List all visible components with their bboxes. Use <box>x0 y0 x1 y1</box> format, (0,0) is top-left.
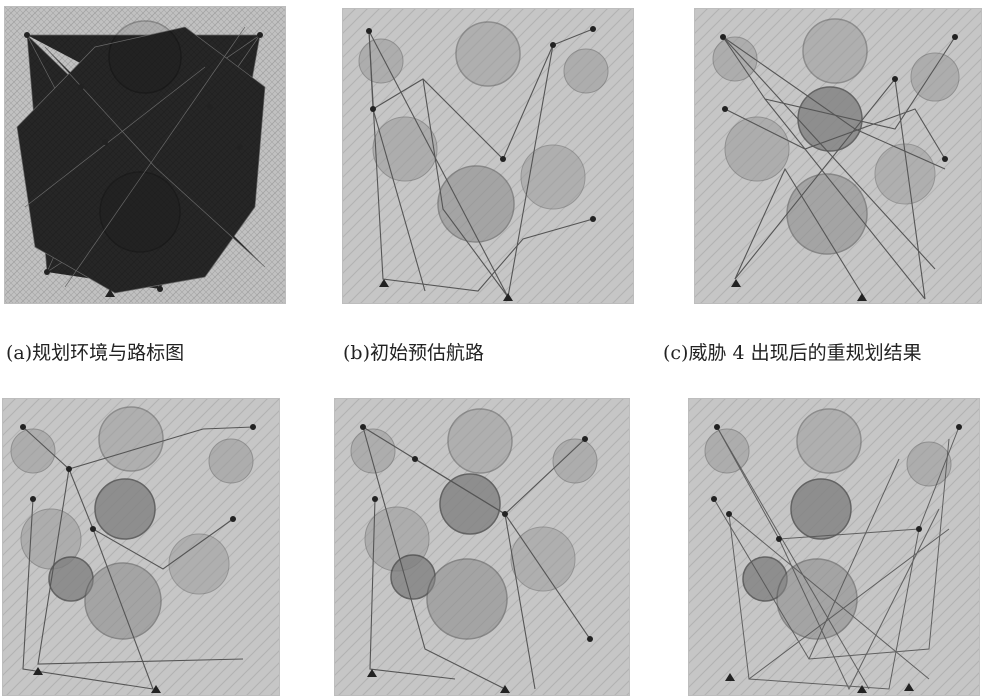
caption-a: (a)规划环境与路标图 <box>6 342 185 364</box>
figure-panel-f <box>688 398 980 696</box>
caption-b: (b)初始预估航路 <box>343 342 484 364</box>
figure-panel-a <box>4 6 286 304</box>
figure-panel-b <box>342 8 634 304</box>
figure-panel-d <box>2 398 280 696</box>
caption-c: (c)威胁 4 出现后的重规划结果 <box>663 342 922 364</box>
figure-panel-e <box>334 398 630 696</box>
figure-panel-c <box>694 8 982 304</box>
